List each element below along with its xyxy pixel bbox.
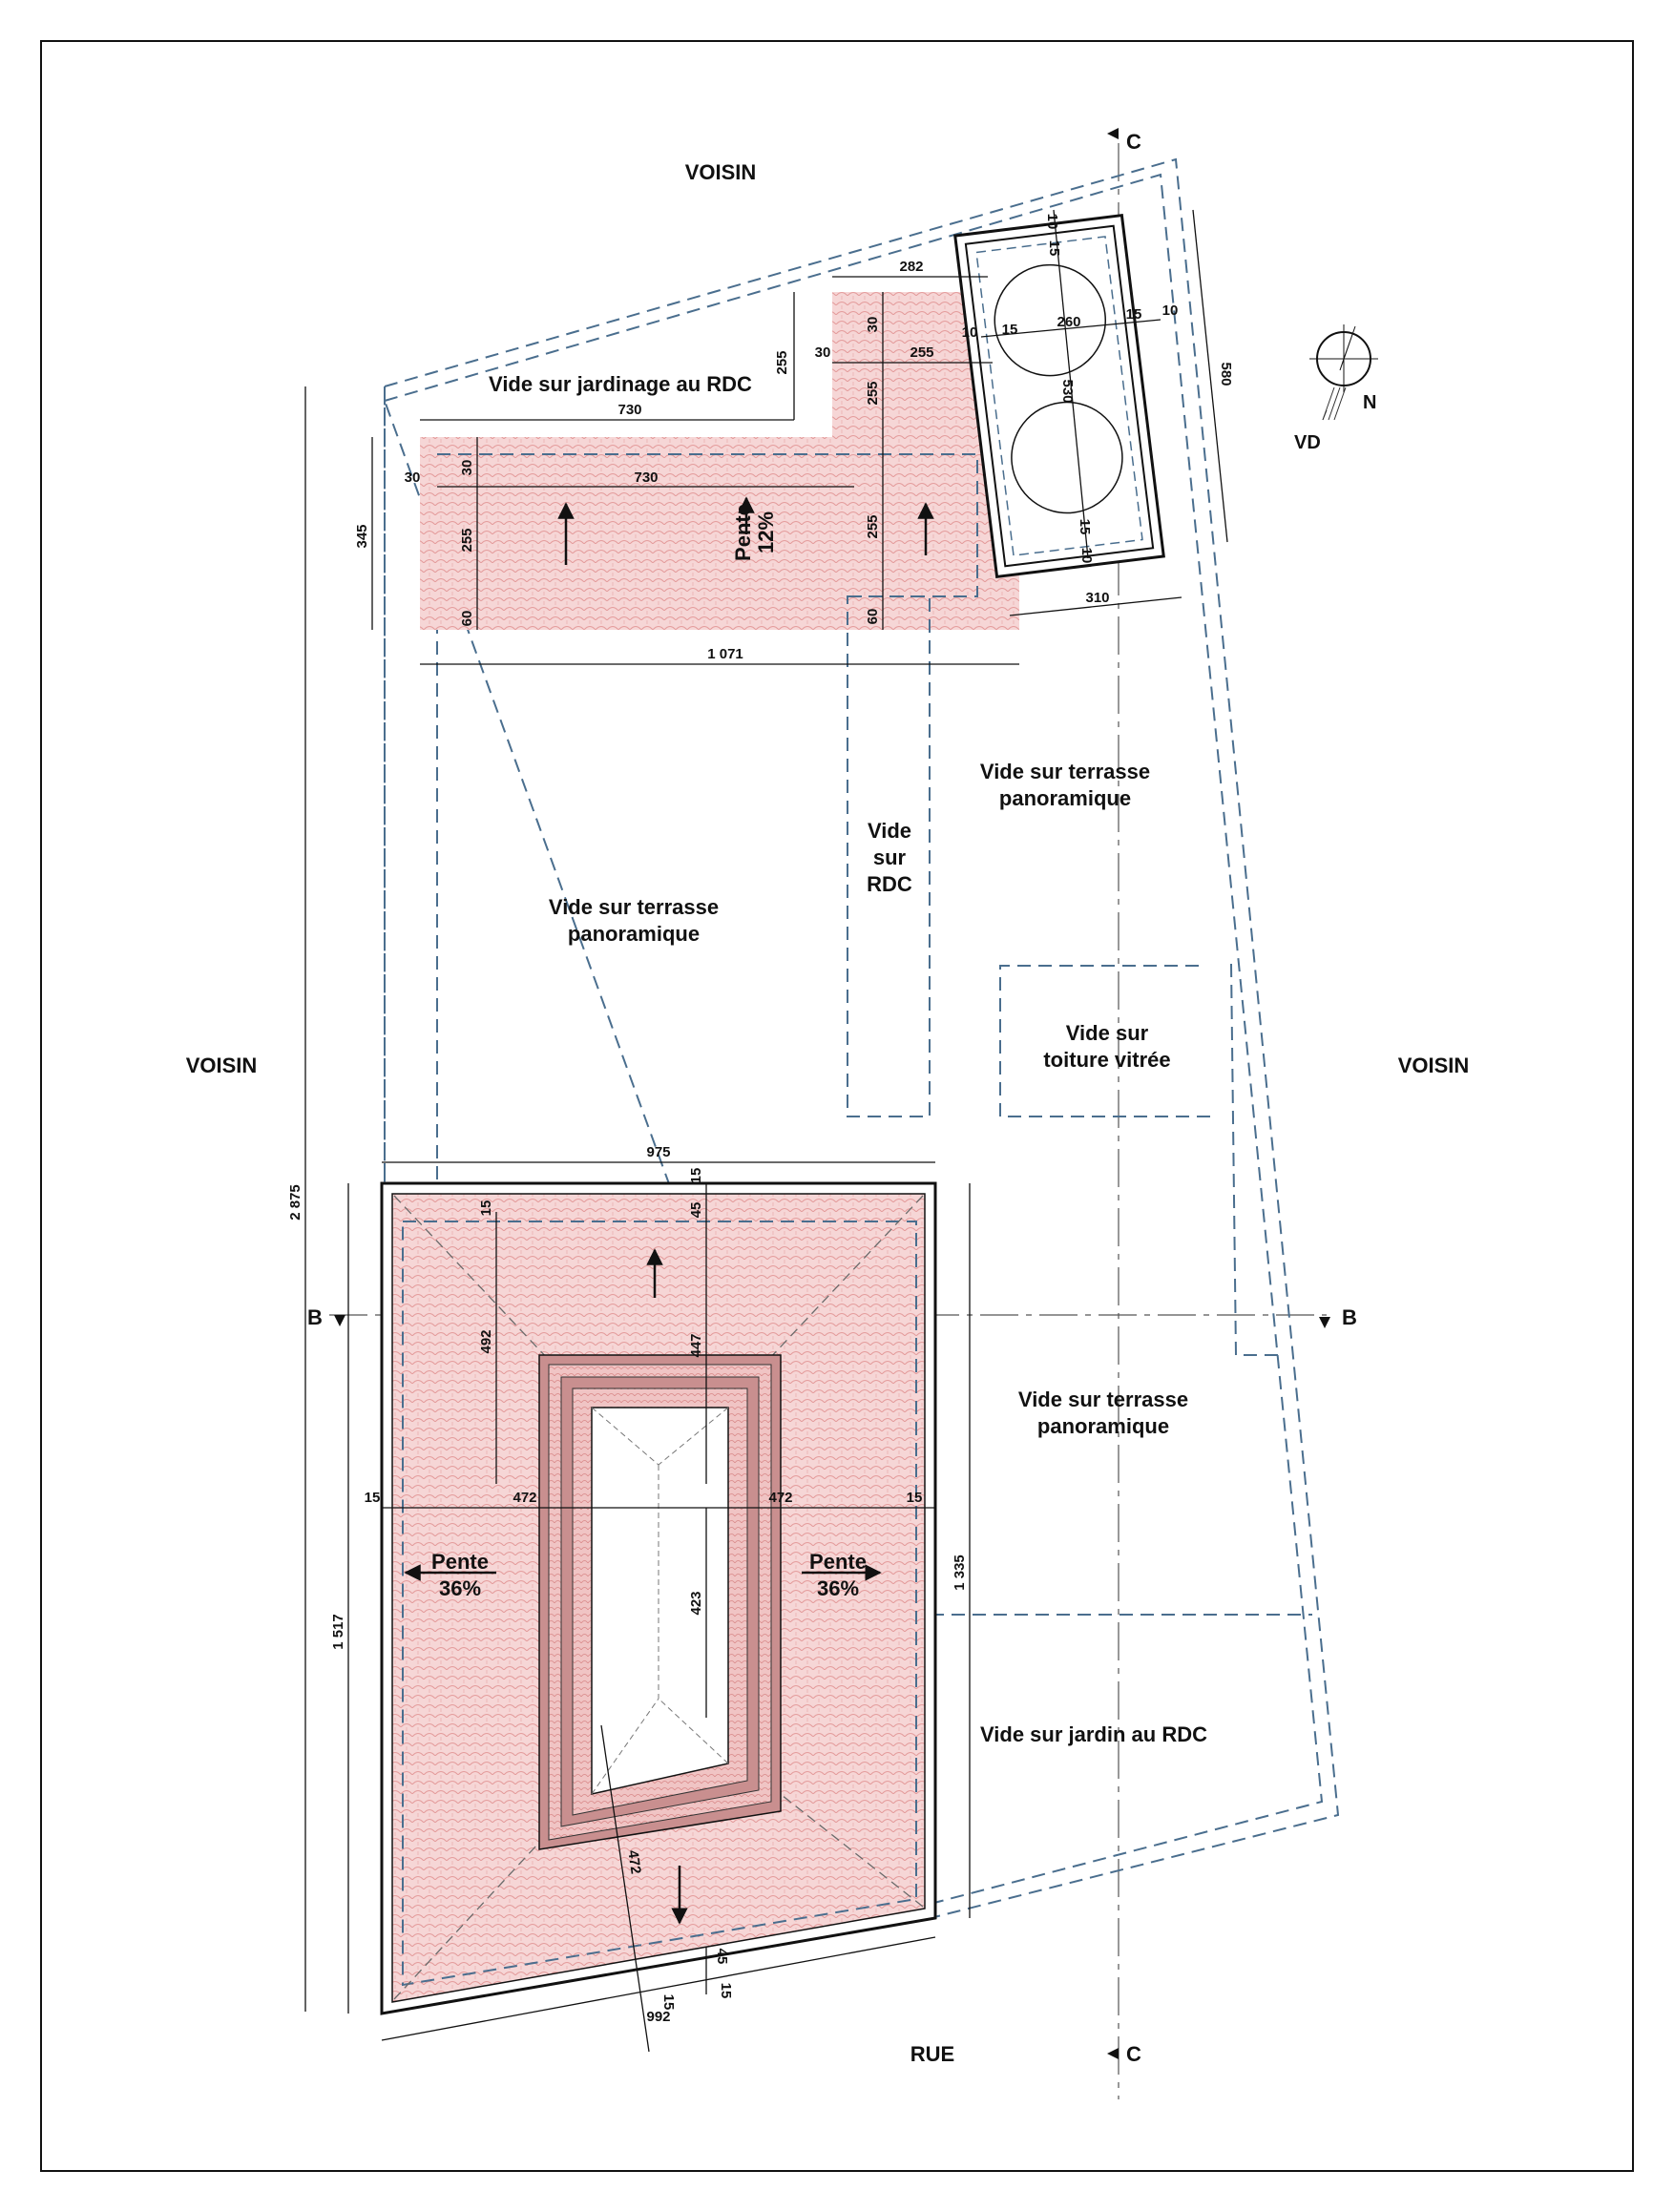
- dim-1335: 1 335: [952, 1555, 968, 1591]
- dim-730-b: 730: [634, 470, 658, 486]
- dim-30-c: 30: [459, 460, 475, 476]
- plot-outline: [384, 157, 1340, 1930]
- dim-472-a: 472: [513, 1490, 536, 1506]
- dim-310: 310: [1085, 590, 1109, 606]
- dim-15-f: 15: [478, 1200, 494, 1217]
- vide-terrasse-3-line1: Vide sur terrasse: [1018, 1388, 1188, 1411]
- dim-60-b: 60: [865, 609, 881, 625]
- section-b-left: B: [307, 1305, 323, 1329]
- slope-upper: Pente 12%: [731, 504, 778, 561]
- section-c-bottom: C: [1126, 2042, 1141, 2066]
- dim-992: 992: [646, 2009, 670, 2025]
- vide-toiture-line2: toiture vitrée: [1043, 1048, 1170, 1072]
- dim-30-d: 30: [865, 317, 881, 333]
- dim-15-b: 15: [1126, 306, 1142, 323]
- dim-255-e: 255: [865, 514, 881, 538]
- upper-roof-tiles: [420, 292, 1019, 630]
- solar-panel-frame: [953, 213, 1165, 579]
- vide-toiture-line1: Vide sur: [1066, 1021, 1149, 1045]
- rue-label: RUE: [910, 2042, 954, 2066]
- voisin-right-label: VOISIN: [1398, 1054, 1470, 1077]
- dim-10-b: 10: [1162, 303, 1179, 319]
- vide-jardin-label: Vide sur jardin au RDC: [980, 1722, 1207, 1746]
- slope-upper-value: 12%: [754, 511, 778, 553]
- dim-15-c: 15: [1046, 240, 1062, 257]
- slope-left-word: Pente: [431, 1550, 489, 1574]
- dimension-lines: [304, 209, 1228, 2053]
- dim-530: 530: [1059, 379, 1076, 403]
- vide-rdc-line2: sur: [873, 845, 907, 869]
- slope-arrows: [404, 496, 934, 1925]
- central-lantern: [538, 1354, 782, 1850]
- dim-15-g: 15: [365, 1490, 381, 1506]
- dim-2875: 2 875: [287, 1184, 303, 1221]
- dim-15-d: 15: [1077, 519, 1093, 535]
- dim-472-b: 472: [768, 1490, 792, 1506]
- sheet-frame: [40, 40, 1634, 2172]
- right-strip: [1230, 963, 1281, 1356]
- vide-rdc-box: [847, 595, 931, 1117]
- dim-1071: 1 071: [707, 646, 743, 662]
- dim-447: 447: [688, 1333, 704, 1357]
- dim-975: 975: [646, 1144, 670, 1160]
- north-compass: [1309, 324, 1378, 421]
- vide-terrasse-1-line2: panoramique: [568, 922, 700, 946]
- dim-15-h: 15: [907, 1490, 923, 1506]
- dim-492: 492: [478, 1329, 494, 1353]
- vide-toiture-box: [999, 965, 1212, 1117]
- dim-282: 282: [899, 259, 923, 275]
- dim-255-a: 255: [774, 350, 790, 374]
- dim-30-b: 30: [405, 470, 421, 486]
- dim-1517: 1 517: [330, 1614, 346, 1650]
- dim-15-j: 15: [660, 1994, 677, 2011]
- vide-rdc-line3: RDC: [867, 872, 912, 896]
- dim-15-a: 15: [1002, 322, 1018, 338]
- dim-255-c: 255: [459, 528, 475, 552]
- section-markers: [334, 128, 1330, 2059]
- dim-580: 580: [1218, 362, 1234, 386]
- dim-10-c: 10: [1044, 214, 1060, 230]
- dim-255-d: 255: [865, 381, 881, 405]
- dim-10-d: 10: [1078, 548, 1095, 564]
- dim-472-c: 472: [624, 1849, 643, 1875]
- section-c-top: C: [1126, 130, 1141, 154]
- dim-45-a: 45: [688, 1202, 704, 1219]
- dim-15-e: 15: [688, 1168, 704, 1184]
- dim-423: 423: [688, 1591, 704, 1615]
- vide-terrasse-2-line1: Vide sur terrasse: [980, 760, 1150, 783]
- vide-terrasse-1-line1: Vide sur terrasse: [549, 895, 719, 919]
- dim-60-a: 60: [459, 611, 475, 627]
- section-b-right: B: [1342, 1305, 1357, 1329]
- dim-45-b: 45: [714, 1949, 730, 1965]
- dim-260: 260: [1057, 314, 1080, 330]
- vide-terrasse-2-line2: panoramique: [999, 786, 1131, 810]
- slope-upper-word: Pente: [731, 504, 755, 561]
- voisin-left-label: VOISIN: [186, 1054, 258, 1077]
- compass-vd-label: VD: [1294, 432, 1321, 453]
- dim-255-b: 255: [910, 344, 933, 361]
- vide-rdc-line1: Vide: [868, 819, 911, 843]
- dimension-labels: 282 255 30 255 730 30 730 345 30 255 60 …: [287, 214, 1234, 2025]
- vide-terrasse-3-line2: panoramique: [1037, 1414, 1169, 1438]
- dim-30-a: 30: [815, 344, 831, 361]
- vide-jardinage-label: Vide sur jardinage au RDC: [489, 372, 752, 396]
- slope-right-value: 36%: [817, 1576, 859, 1600]
- compass-n-label: N: [1363, 392, 1376, 413]
- main-roof-inner-dash: [402, 1221, 917, 1987]
- dim-10-a: 10: [962, 324, 978, 341]
- dim-15-i: 15: [718, 1983, 734, 1999]
- voisin-top-label: VOISIN: [685, 160, 757, 184]
- slope-right-word: Pente: [809, 1550, 867, 1574]
- dim-730-a: 730: [617, 402, 641, 418]
- dim-345: 345: [354, 524, 370, 548]
- hip-lines: [393, 1195, 924, 2000]
- slope-left-value: 36%: [439, 1576, 481, 1600]
